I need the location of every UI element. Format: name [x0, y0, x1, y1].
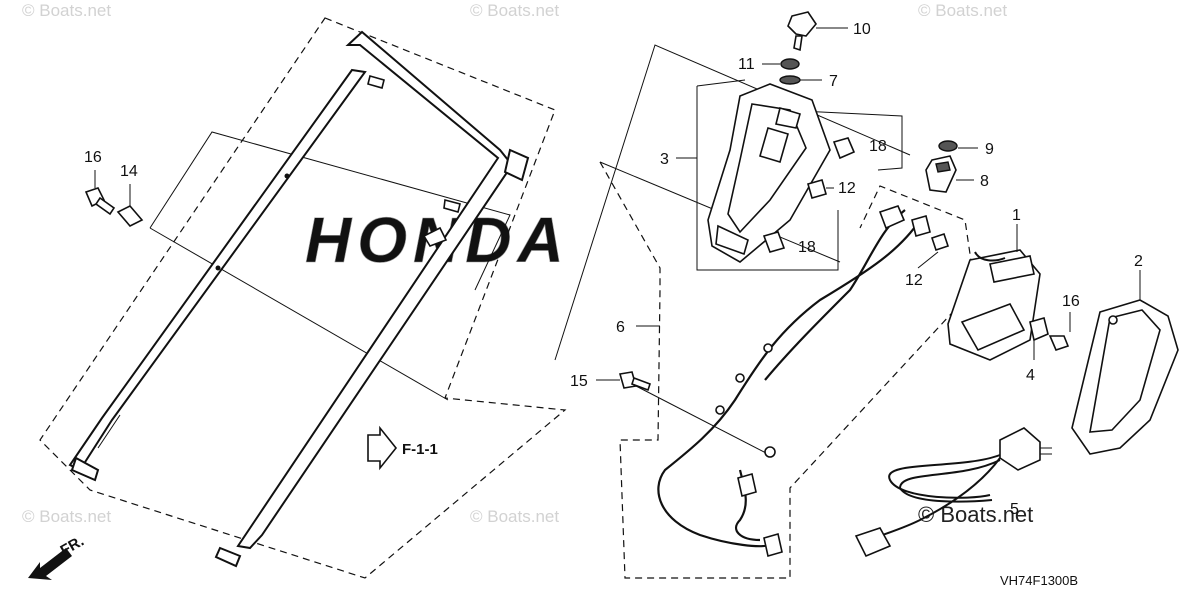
part-15-bolt: 15 — [570, 371, 652, 392]
callout-7: 7 — [829, 73, 838, 90]
part-14-collar: 14 — [116, 163, 144, 227]
handle-assembly — [39, 17, 567, 579]
part-7-washer: 7 — [779, 73, 838, 90]
control-framing-lines — [554, 44, 976, 579]
part-18-clip-upper: 18 — [832, 137, 887, 160]
watermark-top-left: © Boats.net — [22, 1, 111, 20]
callout-16: 16 — [1062, 293, 1080, 310]
part-9-cap: 9 — [938, 140, 994, 158]
control-housing-frame: 3 — [660, 79, 903, 271]
front-direction-indicator: FR. — [28, 533, 87, 580]
part-1-battery: 1 — [947, 207, 1041, 361]
part-10-key: 10 — [787, 11, 871, 52]
watermark-bottom-center: © Boats.net — [470, 507, 559, 526]
part-4-plate: 4 — [1026, 317, 1049, 384]
watermark-top-right: © Boats.net — [918, 1, 1007, 20]
part-5-charger: 5 — [854, 427, 1052, 558]
callout-10: 10 — [853, 21, 871, 38]
callout-2: 2 — [1134, 253, 1143, 270]
part-2-cover: 2 — [1071, 253, 1179, 455]
part-8-switch: 8 — [925, 155, 989, 193]
callout-1: 1 — [1012, 207, 1021, 224]
watermark-bottom-left: © Boats.net — [22, 507, 111, 526]
callout-8: 8 — [980, 173, 989, 190]
callout-14: 14 — [120, 163, 138, 180]
callout-15: 15 — [570, 373, 588, 390]
callout-18-upper: 18 — [869, 138, 887, 155]
diagram-code: VH74F1300B — [1000, 573, 1078, 588]
callout-6: 6 — [616, 319, 625, 336]
part-18-clip-lower: 18 — [762, 231, 816, 256]
part-11-nut: 11 — [738, 56, 800, 73]
callout-18-lower: 18 — [798, 239, 816, 256]
watermark-large: © Boats.net — [918, 502, 1033, 527]
callout-4: 4 — [1026, 367, 1035, 384]
part-17-bolt: 16 — [84, 149, 116, 216]
part-6-wire-harness: 6 — [616, 205, 931, 558]
callout-5: 5 — [1010, 501, 1019, 518]
callout-12-lower: 12 — [905, 272, 923, 289]
callout-3: 3 — [660, 151, 669, 168]
callout-11: 11 — [738, 56, 755, 73]
watermarks: © Boats.net © Boats.net © Boats.net © Bo… — [22, 1, 1033, 527]
callout-17: 16 — [84, 149, 102, 166]
callout-9: 9 — [985, 141, 994, 158]
reference-arrow: F-1-1 — [367, 425, 438, 471]
part-12-clip-upper: 12 — [807, 179, 856, 199]
part-3-control-housing — [707, 83, 831, 263]
callout-12-upper: 12 — [838, 180, 856, 197]
part-16-screw: 16 — [1048, 293, 1080, 351]
watermark-top-center: © Boats.net — [470, 1, 559, 20]
part-12-clip-lower: 12 — [905, 232, 950, 289]
reference-label: F-1-1 — [402, 441, 438, 458]
